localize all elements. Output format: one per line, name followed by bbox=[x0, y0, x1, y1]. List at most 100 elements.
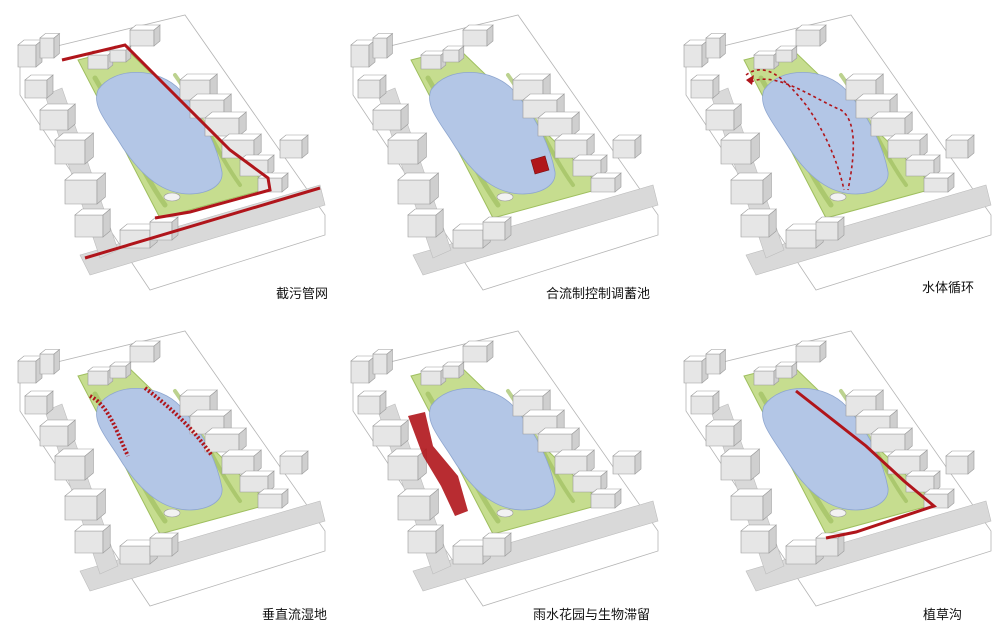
building-face bbox=[54, 132, 95, 141]
building bbox=[795, 340, 827, 363]
building-face bbox=[54, 139, 86, 165]
building-face bbox=[407, 214, 437, 238]
building-face bbox=[372, 425, 402, 447]
building-face bbox=[845, 389, 885, 397]
building-face bbox=[357, 390, 387, 397]
building bbox=[420, 366, 447, 386]
building-face bbox=[870, 427, 914, 435]
building bbox=[705, 103, 743, 131]
building-face bbox=[522, 93, 566, 101]
south-plaza bbox=[496, 192, 514, 202]
panel-caption: 垂直流湿地 bbox=[262, 608, 328, 623]
building bbox=[945, 134, 975, 159]
building-face bbox=[452, 229, 484, 249]
south-plaza bbox=[829, 508, 847, 518]
building-face bbox=[462, 24, 494, 31]
building bbox=[887, 133, 929, 159]
building-face bbox=[372, 103, 410, 111]
lake bbox=[96, 388, 223, 511]
building-face bbox=[149, 537, 173, 557]
circulation-path-west bbox=[745, 69, 845, 191]
building-face bbox=[612, 134, 642, 141]
building-face bbox=[357, 395, 381, 415]
building bbox=[24, 74, 54, 99]
rain-garden-area bbox=[408, 412, 468, 516]
building-face bbox=[221, 133, 263, 141]
panel-tank: 合流制控制调蓄池 bbox=[333, 0, 666, 316]
building-face bbox=[279, 139, 303, 159]
building bbox=[109, 361, 132, 379]
building-face bbox=[572, 154, 608, 161]
building-face bbox=[39, 109, 69, 131]
building-face bbox=[179, 389, 219, 397]
building bbox=[785, 539, 825, 565]
building-face bbox=[179, 73, 219, 81]
building-face bbox=[815, 216, 845, 223]
building-face bbox=[397, 172, 440, 181]
building bbox=[350, 355, 376, 384]
building bbox=[462, 340, 494, 363]
building-face bbox=[612, 450, 642, 457]
building bbox=[39, 419, 77, 447]
building-face bbox=[87, 54, 109, 70]
building-face bbox=[397, 179, 431, 205]
panel-swale: 植草沟 bbox=[666, 316, 999, 632]
building bbox=[221, 449, 263, 475]
building-face bbox=[239, 154, 275, 161]
circulation-arrow bbox=[746, 75, 754, 85]
building-face bbox=[462, 345, 488, 363]
building bbox=[442, 361, 465, 379]
building-face bbox=[39, 419, 77, 427]
building-face bbox=[740, 208, 778, 216]
building-face bbox=[407, 530, 437, 554]
building-face bbox=[740, 530, 770, 554]
building-face bbox=[945, 139, 969, 159]
sewer-pipe-line bbox=[61, 43, 272, 220]
site-axonometric-diagram bbox=[350, 330, 659, 607]
building-face bbox=[24, 74, 54, 81]
building bbox=[590, 488, 622, 509]
building bbox=[39, 348, 61, 375]
building-face bbox=[407, 208, 445, 216]
building bbox=[905, 154, 941, 177]
building-face bbox=[24, 79, 48, 99]
building-face bbox=[482, 221, 506, 241]
building-face bbox=[785, 545, 817, 565]
building-face bbox=[204, 427, 248, 435]
building bbox=[462, 24, 494, 47]
building bbox=[815, 216, 845, 241]
building-face bbox=[612, 139, 636, 159]
building bbox=[221, 133, 263, 159]
building bbox=[845, 73, 885, 101]
building-face bbox=[590, 488, 622, 495]
building-face bbox=[372, 419, 410, 427]
building bbox=[690, 74, 720, 99]
building bbox=[397, 488, 440, 521]
building-face bbox=[17, 360, 37, 384]
building-face bbox=[590, 177, 616, 193]
building-face bbox=[239, 470, 275, 477]
building-face bbox=[24, 395, 48, 415]
building-face bbox=[372, 109, 402, 131]
site-axonometric-diagram bbox=[17, 14, 326, 291]
building-face bbox=[442, 365, 460, 379]
building-face bbox=[690, 74, 720, 81]
building-face bbox=[39, 37, 55, 59]
building bbox=[442, 45, 465, 63]
building-face bbox=[753, 50, 780, 56]
panel-caption: 植草沟 bbox=[923, 608, 963, 623]
building bbox=[387, 132, 428, 165]
building bbox=[705, 348, 727, 375]
building bbox=[407, 208, 445, 238]
south-plaza bbox=[829, 192, 847, 202]
building bbox=[870, 427, 914, 453]
building-face bbox=[945, 455, 969, 475]
building-face bbox=[74, 214, 104, 238]
building-face bbox=[740, 524, 778, 532]
building bbox=[683, 355, 709, 384]
lake bbox=[96, 72, 223, 195]
building bbox=[690, 390, 720, 415]
building-face bbox=[39, 425, 69, 447]
building-face bbox=[204, 433, 240, 453]
building bbox=[372, 419, 410, 447]
